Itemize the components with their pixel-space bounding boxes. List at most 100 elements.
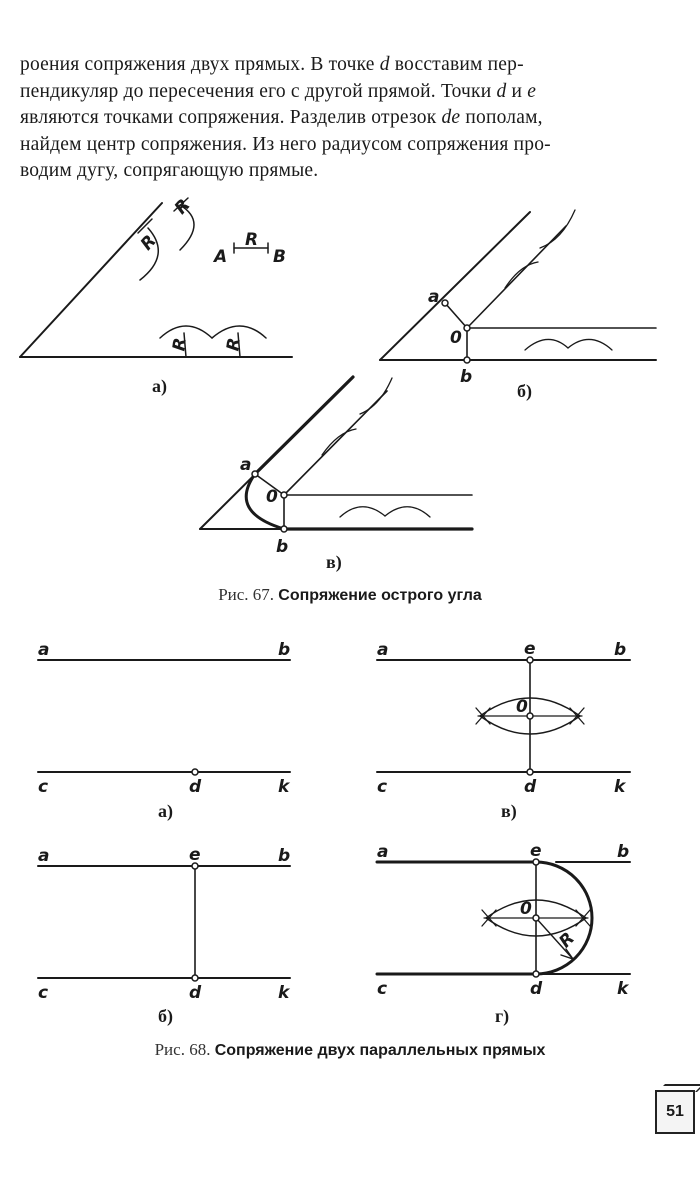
fig68-sub-a: а) xyxy=(158,801,173,822)
fig68-a-labels: a b c d k а) xyxy=(38,640,291,822)
point-d xyxy=(191,974,199,982)
fig67-sub-a: а) xyxy=(152,376,167,397)
label-k: k xyxy=(278,983,291,1003)
label-b: b xyxy=(278,640,290,660)
bisector-cross xyxy=(575,909,591,927)
label-b: b xyxy=(617,842,629,862)
label-a: a xyxy=(240,455,251,475)
fig67b-arc xyxy=(539,209,576,249)
fig68-a-drawing xyxy=(37,659,291,776)
fig68-sub-v: в) xyxy=(501,801,517,822)
fig68-v-labels: a e b 0 c d k в) xyxy=(377,639,627,822)
label-d: d xyxy=(524,777,537,797)
point-d xyxy=(532,970,540,978)
label-a: a xyxy=(377,842,388,862)
fig67a-arc xyxy=(179,204,195,251)
fig67a-arc xyxy=(139,227,160,281)
fillet-arc xyxy=(534,860,594,976)
fig67a-radius-mark xyxy=(137,218,153,234)
label-o: 0 xyxy=(266,487,278,507)
fig67v-perpendicular xyxy=(254,473,285,496)
label-b: b xyxy=(460,367,472,387)
label-e: e xyxy=(530,841,542,861)
fig67a-arc xyxy=(159,325,213,339)
point-o xyxy=(526,712,534,720)
label-d: d xyxy=(189,983,202,1003)
fig68-caption-title: Сопряжение двух параллельных прямых xyxy=(214,1042,546,1059)
fig67a-radius-mark xyxy=(173,197,189,212)
text-line-4: найдем центр сопряжения. Из него радиусо… xyxy=(20,133,551,155)
fig67-sub-v: в) xyxy=(326,552,342,573)
radius-line xyxy=(535,917,573,959)
label-R: R xyxy=(169,337,191,353)
bisector-cross xyxy=(569,707,585,725)
point-e xyxy=(532,858,540,866)
label-c: c xyxy=(377,979,387,999)
fig67v-arc xyxy=(321,428,357,456)
fig67v-arc xyxy=(384,506,431,518)
label-e: e xyxy=(189,845,201,865)
bisector-arc xyxy=(485,917,587,937)
fig68-v-drawing xyxy=(376,656,631,776)
label-b: b xyxy=(278,846,290,866)
fig67a-slanted-line xyxy=(19,202,163,358)
label-R: R xyxy=(223,337,245,353)
point-e xyxy=(526,656,534,664)
fig67b-slanted-line xyxy=(379,211,531,361)
fig67b-arc xyxy=(524,338,569,351)
point-a xyxy=(251,470,259,478)
fig67a-arc xyxy=(211,325,267,339)
label-d: d xyxy=(530,979,543,999)
fig67-v-labels: a 0 b в) xyxy=(240,455,342,573)
label-a: a xyxy=(38,846,49,866)
bisector-cross xyxy=(481,909,497,927)
bisector-arc xyxy=(479,715,581,735)
point-b xyxy=(463,356,471,364)
label-R: R xyxy=(245,230,258,250)
fig67v-fillet-arc xyxy=(244,472,286,531)
fig67-caption: Рис. 67. Сопряжение острого угла xyxy=(0,585,700,605)
fig67a-radius-mark xyxy=(183,332,187,358)
fig67v-thick-segment xyxy=(253,375,355,476)
fig68-sub-g: г) xyxy=(495,1006,509,1027)
fig67-a-drawing xyxy=(19,197,293,358)
fig68-caption-number: Рис. 68. xyxy=(154,1040,211,1059)
fig67b-arc xyxy=(567,338,613,351)
fig68-b-labels: a e b c d k б) xyxy=(38,845,291,1027)
point-b xyxy=(280,525,288,533)
label-d: d xyxy=(189,777,202,797)
fig68-b-drawing xyxy=(37,862,291,982)
label-a: a xyxy=(38,640,49,660)
fig67b-arc xyxy=(504,261,539,289)
fig67-v-drawing xyxy=(199,375,474,531)
fig67-b-labels: a 0 b б) xyxy=(428,287,532,402)
label-a: a xyxy=(428,287,439,307)
bisector-arc xyxy=(479,697,581,717)
point-o xyxy=(532,914,540,922)
label-o: 0 xyxy=(516,697,528,717)
label-A: A xyxy=(212,247,227,267)
label-a: a xyxy=(377,640,388,660)
label-o: 0 xyxy=(520,899,532,919)
point-d xyxy=(526,768,534,776)
fig67b-perpendicular xyxy=(444,302,468,329)
fig67-b-points xyxy=(441,299,471,364)
label-o: 0 xyxy=(450,328,462,348)
label-k: k xyxy=(614,777,627,797)
point-a xyxy=(441,299,449,307)
fig67a-radius-mark xyxy=(237,332,241,358)
label-k: k xyxy=(617,979,630,999)
label-e: e xyxy=(524,639,536,659)
page-number: 51 xyxy=(655,1090,695,1134)
bisector-cross xyxy=(475,707,491,725)
label-B: B xyxy=(273,247,286,267)
label-c: c xyxy=(38,983,48,1003)
label-c: c xyxy=(377,777,387,797)
point-o xyxy=(463,324,471,332)
label-b: b xyxy=(614,640,626,660)
body-paragraph: роения сопряжения двух прямых. В точке d… xyxy=(20,52,662,185)
fig68-g-labels: a e b 0 R c d k г) xyxy=(377,841,630,1027)
bisector-arc xyxy=(485,899,587,919)
fig67v-arc xyxy=(339,506,386,518)
